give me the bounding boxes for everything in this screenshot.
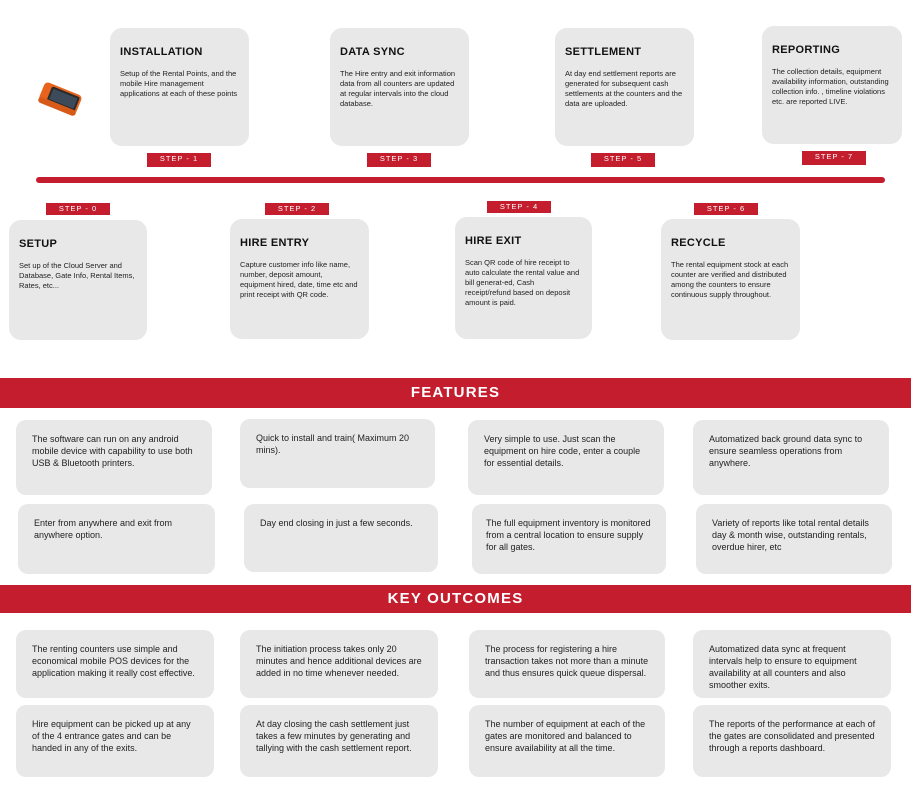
feature-card: Day end closing in just a few seconds. bbox=[244, 504, 438, 572]
step-title: SETTLEMENT bbox=[565, 46, 642, 58]
step-title: REPORTING bbox=[772, 44, 841, 56]
step-card-recycle: RECYCLE The rental equipment stock at ea… bbox=[661, 219, 800, 340]
step-tag: STEP - 3 bbox=[367, 153, 431, 167]
step-title: DATA SYNC bbox=[340, 46, 405, 58]
outcome-card: Automatized data sync at frequent interv… bbox=[693, 630, 891, 698]
features-banner: FEATURES bbox=[0, 378, 911, 408]
step-card-reporting: REPORTING The collection details, equipm… bbox=[762, 26, 902, 144]
step-card-data-sync: DATA SYNC The Hire entry and exit inform… bbox=[330, 28, 469, 146]
feature-card: Variety of reports like total rental det… bbox=[696, 504, 892, 574]
feature-card: Quick to install and train( Maximum 20 m… bbox=[240, 419, 435, 488]
step-title: INSTALLATION bbox=[120, 46, 203, 58]
outcome-card: Hire equipment can be picked up at any o… bbox=[16, 705, 214, 777]
step-description: Set up of the Cloud Server and Database,… bbox=[19, 261, 135, 290]
step-tag: STEP - 1 bbox=[147, 153, 211, 167]
step-card-settlement: SETTLEMENT At day end settlement reports… bbox=[555, 28, 694, 146]
step-title: HIRE ENTRY bbox=[240, 237, 310, 249]
step-card-hire-exit: HIRE EXIT Scan QR code of hire receipt t… bbox=[455, 217, 592, 339]
step-description: The Hire entry and exit information data… bbox=[340, 69, 456, 108]
feature-card: Automatized back ground data sync to ens… bbox=[693, 420, 889, 495]
outcome-card: The renting counters use simple and econ… bbox=[16, 630, 214, 698]
step-tag: STEP - 2 bbox=[265, 203, 329, 215]
step-card-installation: INSTALLATION Setup of the Rental Points,… bbox=[110, 28, 249, 146]
step-description: Capture customer info like name, number,… bbox=[240, 260, 358, 299]
key-outcomes-banner: KEY OUTCOMES bbox=[0, 585, 911, 613]
step-description: At day end settlement reports are genera… bbox=[565, 69, 683, 108]
step-tag: STEP - 4 bbox=[487, 201, 551, 213]
step-description: The rental equipment stock at each count… bbox=[671, 260, 789, 299]
step-tag: STEP - 0 bbox=[46, 203, 110, 215]
step-title: RECYCLE bbox=[671, 237, 726, 249]
step-card-setup: SETUP Set up of the Cloud Server and Dat… bbox=[9, 220, 147, 340]
step-tag: STEP - 6 bbox=[694, 203, 758, 215]
step-title: SETUP bbox=[19, 238, 58, 250]
feature-card: The full equipment inventory is monitore… bbox=[472, 504, 666, 574]
feature-card: Enter from anywhere and exit from anywhe… bbox=[18, 504, 215, 574]
step-description: The collection details, equipment availa… bbox=[772, 67, 889, 106]
timeline-bar bbox=[36, 177, 885, 183]
feature-card: Very simple to use. Just scan the equipm… bbox=[468, 420, 664, 495]
step-tag: STEP - 7 bbox=[802, 151, 866, 165]
step-tag: STEP - 5 bbox=[591, 153, 655, 167]
outcome-card: At day closing the cash settlement just … bbox=[240, 705, 438, 777]
pos-device-icon bbox=[38, 82, 82, 116]
outcome-card: The initiation process takes only 20 min… bbox=[240, 630, 438, 698]
step-title: HIRE EXIT bbox=[465, 235, 522, 247]
step-description: Scan QR code of hire receipt to auto cal… bbox=[465, 258, 580, 307]
feature-card: The software can run on any android mobi… bbox=[16, 420, 212, 495]
outcome-card: The number of equipment at each of the g… bbox=[469, 705, 665, 777]
outcome-card: The reports of the performance at each o… bbox=[693, 705, 891, 777]
step-description: Setup of the Rental Points, and the mobi… bbox=[120, 69, 238, 98]
outcome-card: The process for registering a hire trans… bbox=[469, 630, 665, 698]
step-card-hire-entry: HIRE ENTRY Capture customer info like na… bbox=[230, 219, 369, 339]
